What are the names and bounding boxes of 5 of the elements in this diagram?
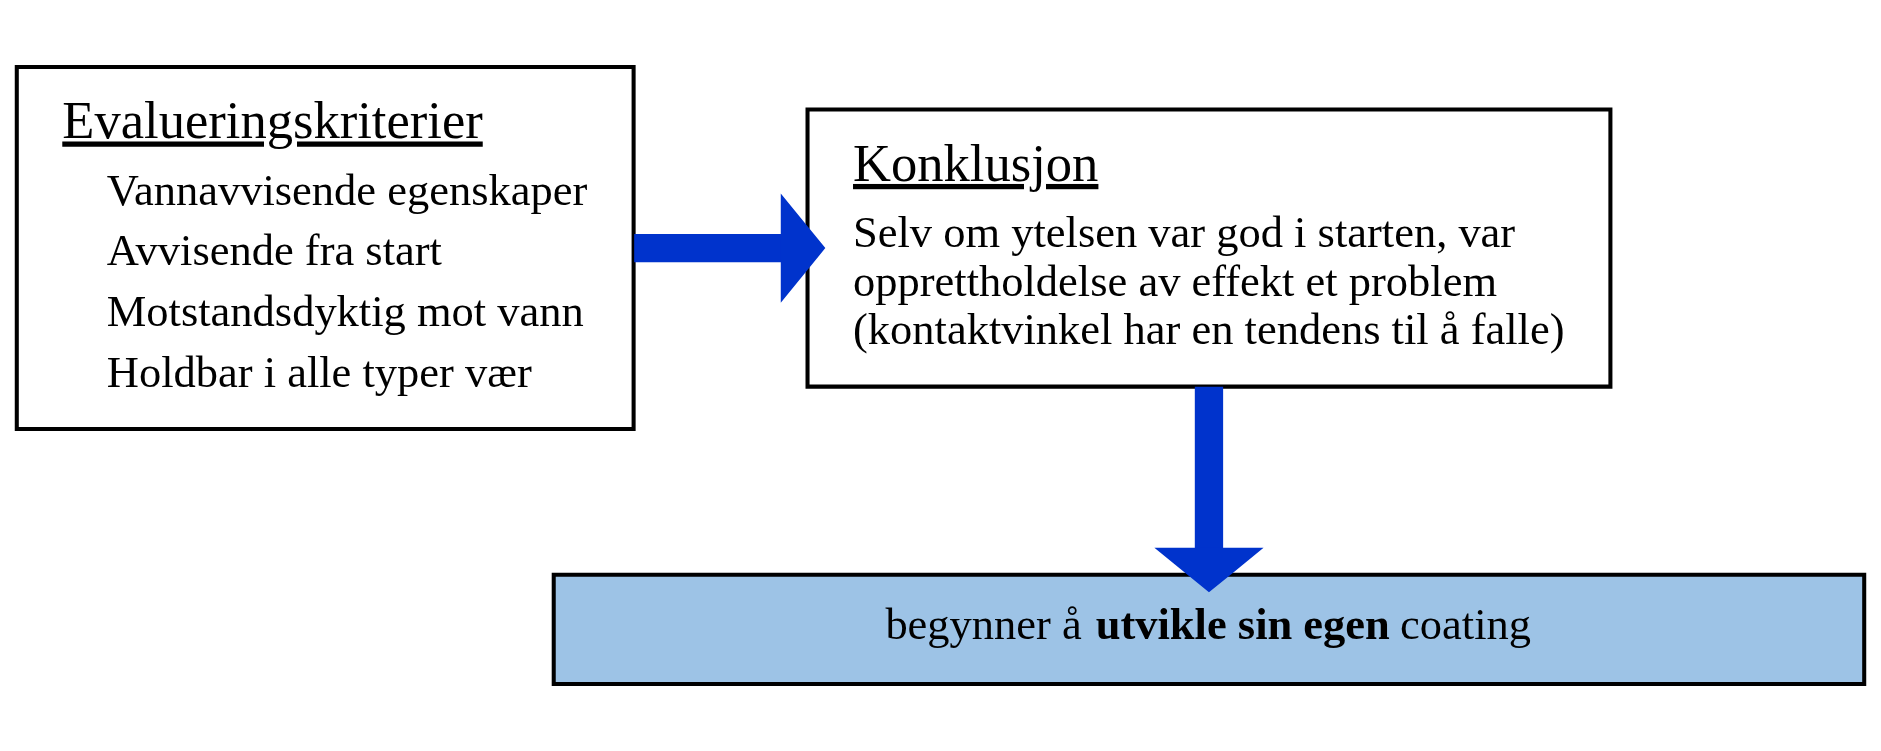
node-box: begynner å utvikle sin egen coating (551, 572, 1867, 686)
node-box: Konklusjon Selv om ytelsen var god i starten, var opprettholdelse av effekt et problem (kontaktvinkel har en tendens til å falle) (805, 107, 1613, 389)
arrow (634, 193, 826, 303)
arrow (1154, 386, 1264, 593)
node-box: Evalueringskriterier Vannavvisende egenskaper Avvisende fra start Motstandsdyktig mot vann Holdbar i alle typer vær (14, 65, 636, 432)
